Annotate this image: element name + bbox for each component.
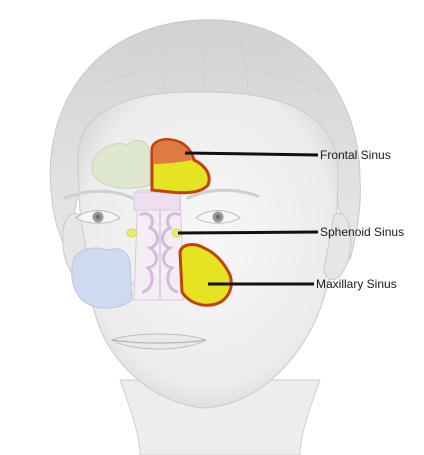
left-maxillary-sinus	[72, 248, 132, 308]
sphenoid-sinus-pointer	[178, 232, 318, 233]
frontal-sinus-pointer	[185, 153, 318, 155]
maxillary-sinus-label: Maxillary Sinus	[316, 277, 397, 291]
nasal-cavity	[134, 190, 184, 300]
frontal-sinus-label: Frontal Sinus	[320, 148, 391, 162]
sphenoid-sinus-left	[127, 229, 137, 237]
sphenoid-sinus-label: Sphenoid Sinus	[320, 225, 404, 239]
